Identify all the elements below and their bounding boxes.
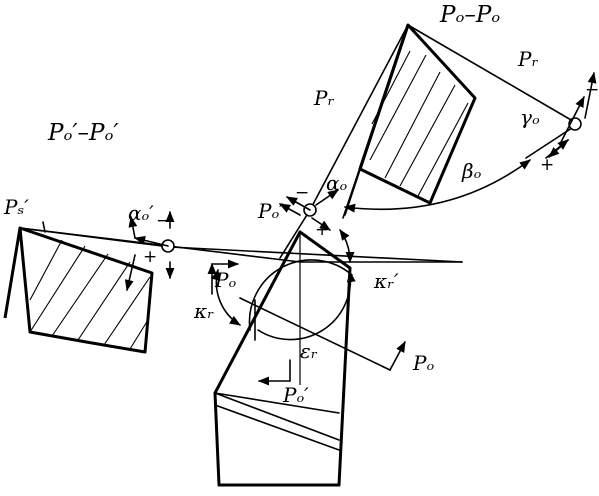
label-po-prime-bottom: Pₒ′ — [282, 383, 309, 407]
label-kappa-r: κᵣ — [193, 299, 214, 323]
plus-sign-right: + — [540, 155, 554, 175]
minus-sign-center: − — [295, 183, 309, 203]
cutting-point — [279, 189, 339, 259]
label-section-po-prime: Pₒ′–Pₒ′ — [47, 120, 119, 146]
label-pr-left: Pᵣ — [313, 86, 334, 110]
minus-sign-right: − — [585, 80, 599, 100]
section-po — [309, 23, 597, 219]
label-section-po: Pₒ–Pₒ — [439, 2, 500, 28]
tool-body — [19, 227, 463, 487]
label-po-prime-point: Pₒ′ — [257, 199, 284, 223]
section-po-prime — [3, 210, 463, 354]
plus-sign-center: + — [315, 220, 329, 240]
label-pr-upper: Pᵣ — [517, 47, 538, 71]
sign-markers: + − + − + − — [143, 80, 599, 267]
minus-sign-left: − — [156, 211, 170, 231]
label-kappa-r-prime: κᵣ′ — [373, 269, 399, 293]
label-epsilon-r: εᵣ — [300, 339, 318, 363]
label-alpha-o-prime: αₒ′ — [128, 201, 154, 225]
label-po-left: Pₒ — [214, 268, 236, 292]
label-beta-o: βₒ — [461, 159, 482, 183]
label-alpha-o: αₒ — [326, 171, 348, 195]
reference-lines — [207, 259, 406, 386]
plus-sign-left: + — [143, 247, 157, 267]
labels: Pₒ–Pₒ Pₒ′–Pₒ′ Pᵣ Pᵣ γₒ βₒ αₒ αₒ′ Pₛ′ Pₒ′… — [3, 2, 540, 407]
label-po-right: Pₒ — [412, 351, 434, 375]
label-ps-prime: Pₛ′ — [3, 195, 29, 219]
hatch-left — [29, 239, 151, 350]
angle-arcs — [211, 229, 356, 341]
label-gamma-o: γₒ — [520, 105, 540, 129]
